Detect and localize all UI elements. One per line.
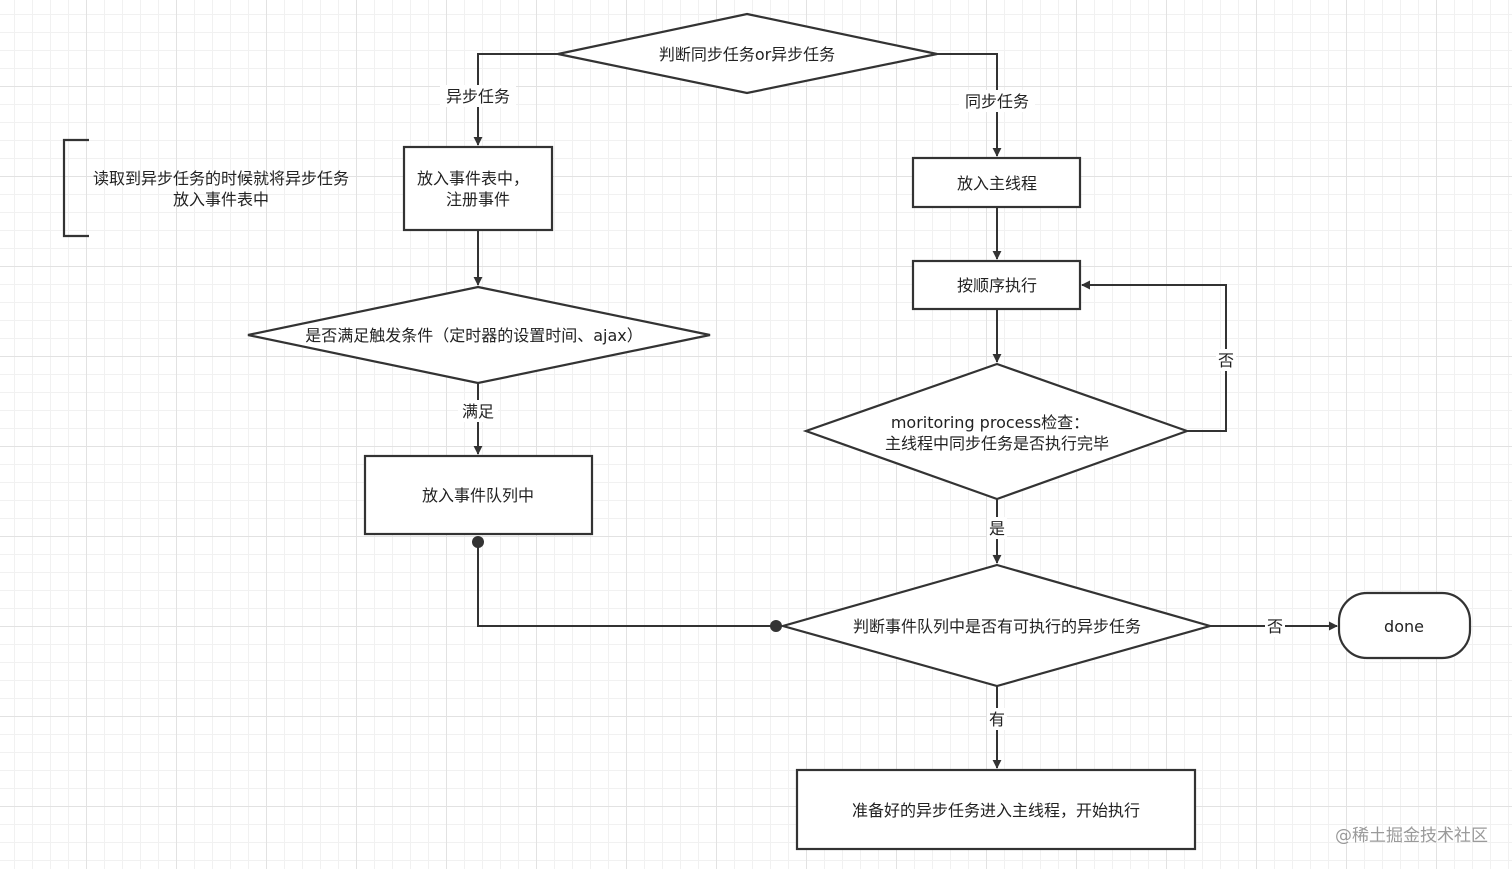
terminator-shape [1337, 591, 1472, 660]
edge-decide-to-main-thread [937, 53, 1002, 157]
edge-decide-to-register [473, 53, 558, 146]
node-label-monitor-1: moritoring process检查： [891, 413, 1089, 432]
process-box [795, 768, 1197, 851]
connector-dot-queue [472, 536, 484, 548]
node-label-monitor-2: 主线程中同步任务是否执行完毕 [885, 434, 1109, 453]
edge-label-has: 有 [989, 710, 1005, 729]
process-box [911, 259, 1082, 311]
annotation-line-2: 放入事件表中 [173, 190, 269, 209]
node-label-done: done [1384, 617, 1424, 636]
edge-label-yes: 是 [989, 519, 1005, 538]
node-enter-main-thread[interactable]: 准备好的异步任务进入主线程，开始执行 [795, 768, 1197, 851]
node-label-execute: 按顺序执行 [957, 276, 1037, 295]
edge-label-no-done: 否 [1267, 617, 1283, 636]
node-main-thread[interactable]: 放入主线程 [911, 156, 1082, 209]
node-label-main-thread: 放入主线程 [957, 174, 1037, 193]
annotation: 读取到异步任务的时候就将异步任务 放入事件表中 [62, 138, 349, 238]
node-label-trigger: 是否满足触发条件（定时器的设置时间、ajax） [305, 326, 643, 345]
node-label-register-1: 放入事件表中， [417, 169, 529, 188]
label-bg-no-done [1265, 615, 1285, 637]
node-label-check-queue: 判断事件队列中是否有可执行的异步任务 [853, 617, 1141, 636]
node-done[interactable]: done [1337, 591, 1472, 660]
diamond-shape [557, 12, 938, 95]
node-register-event[interactable]: 放入事件表中， 注册事件 [402, 145, 554, 232]
node-check-queue[interactable]: 判断事件队列中是否有可执行的异步任务 [778, 563, 1215, 688]
edge-label-async-task: 异步任务 [446, 87, 510, 106]
label-bg-async [440, 85, 516, 107]
process-box [911, 156, 1082, 209]
annotation-bracket [62, 138, 89, 238]
node-label-event-queue: 放入事件队列中 [422, 486, 534, 505]
edge-queue-to-check [477, 542, 776, 627]
process-box [363, 454, 594, 536]
nodes: 判断同步任务or异步任务 读取到异步任务的时候就将异步任务 放入事件表中 放入事… [62, 12, 1472, 851]
connector-dot-check [770, 620, 782, 632]
label-bg-sync [959, 90, 1035, 112]
node-trigger-condition[interactable]: 是否满足触发条件（定时器的设置时间、ajax） [247, 285, 711, 385]
diamond-shape [247, 285, 711, 385]
diamond-shape [778, 563, 1215, 688]
node-label-register-2: 注册事件 [446, 190, 510, 209]
annotation-line-1: 读取到异步任务的时候就将异步任务 [93, 169, 349, 188]
edge-labels: 异步任务 同步任务 满足 否 是 否 有 [440, 85, 1285, 730]
node-execute-in-order[interactable]: 按顺序执行 [911, 259, 1082, 311]
node-label-decide: 判断同步任务or异步任务 [659, 45, 835, 64]
node-decide-sync-async[interactable]: 判断同步任务or异步任务 [557, 12, 938, 95]
node-event-queue[interactable]: 放入事件队列中 [363, 454, 594, 536]
label-bg-no-loop [1216, 349, 1236, 371]
edge-label-sync-task: 同步任务 [965, 92, 1029, 111]
diamond-shape [802, 362, 1191, 501]
node-label-enter-main: 准备好的异步任务进入主线程，开始执行 [852, 801, 1140, 820]
label-bg-has [987, 708, 1007, 730]
edge-label-satisfied: 满足 [462, 402, 494, 421]
label-bg-satisfied [458, 400, 498, 422]
process-box [402, 145, 554, 232]
label-bg-yes [987, 517, 1007, 539]
node-monitoring-check[interactable]: moritoring process检查： 主线程中同步任务是否执行完毕 [802, 362, 1191, 501]
watermark-text: @稀土掘金技术社区 [1335, 826, 1488, 846]
edge-label-no-loop: 否 [1218, 351, 1234, 370]
